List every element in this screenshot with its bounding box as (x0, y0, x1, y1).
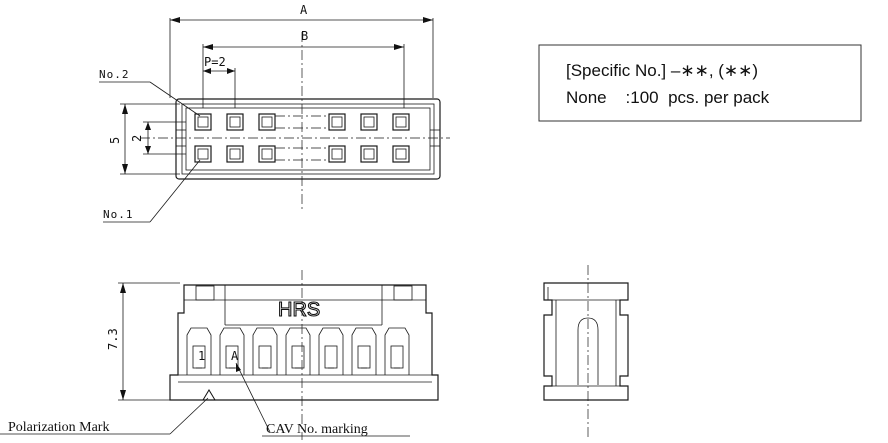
no2-label: No.2 (99, 68, 130, 81)
spec-line-2: None :100 pcs. per pack (566, 88, 770, 107)
front-cavity-row (186, 327, 410, 375)
top-view: A B P=2 5 (99, 3, 450, 223)
cav-marking-label: CAV No. marking (266, 422, 368, 437)
cavity-square (360, 145, 378, 163)
cavity-square (258, 113, 276, 131)
dimension-b-label: B (301, 29, 308, 43)
front-cavity-slot (384, 327, 410, 375)
front-cavity-slot (351, 327, 377, 375)
no1-label: No.1 (103, 208, 134, 221)
cavity-square (328, 145, 346, 163)
cavity-square (194, 113, 212, 131)
side-view (543, 265, 629, 440)
front-cavity-slot (285, 327, 311, 375)
hrs-logo: HRS (278, 299, 320, 321)
pitch-label: P=2 (204, 55, 226, 69)
cavity-square (194, 145, 212, 163)
cavity-letter-a: A (231, 349, 239, 363)
cavity-square (360, 113, 378, 131)
front-cavity-slot (252, 327, 278, 375)
cavity-square (226, 113, 244, 131)
front-view: 7.3 HRS 1 A Polarization Mark CAV No. ma… (0, 270, 439, 440)
dimension-a-label: A (300, 3, 308, 17)
cavity-number-1: 1 (198, 349, 205, 363)
dimension-7-3-label: 7.3 (106, 328, 120, 350)
cavity-square (328, 113, 346, 131)
dimension-2-label: 2 (130, 135, 144, 142)
polarization-mark-label: Polarization Mark (8, 420, 109, 435)
cavity-grid (194, 113, 410, 163)
front-cavity-slot (318, 327, 344, 375)
front-cavity-slot (219, 327, 245, 375)
spec-box: [Specific No.] –∗∗, (∗∗) None :100 pcs. … (538, 44, 862, 122)
front-cavity-slot (186, 327, 212, 375)
dimension-5-label: 5 (108, 137, 122, 144)
spec-line-1: [Specific No.] –∗∗, (∗∗) (566, 61, 758, 80)
cavity-square (258, 145, 276, 163)
cavity-square (392, 113, 410, 131)
cavity-square (226, 145, 244, 163)
cavity-square (392, 145, 410, 163)
